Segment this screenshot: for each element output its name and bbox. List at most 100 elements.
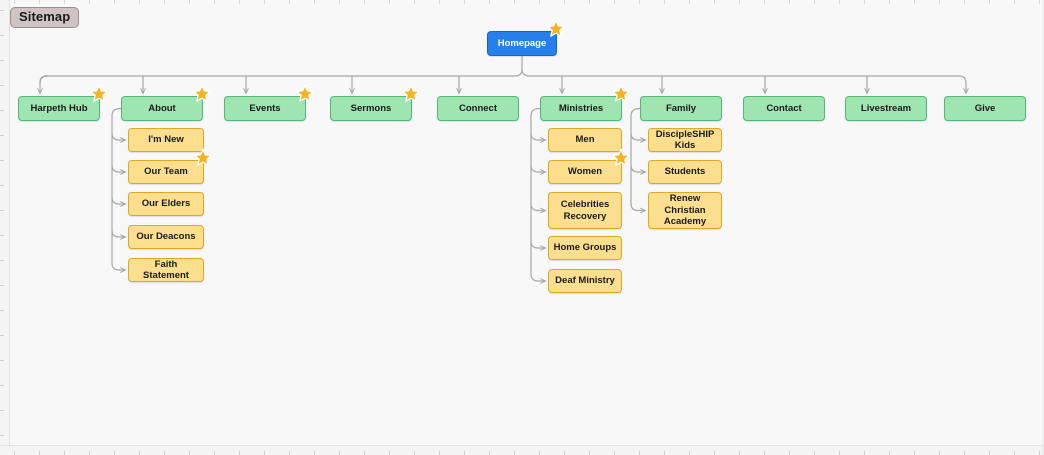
ruler-tick	[89, 451, 90, 455]
ruler-tick	[114, 0, 115, 4]
ruler-tick	[0, 335, 4, 336]
ruler-tick	[89, 0, 90, 4]
node-ministries[interactable]: Ministries	[540, 96, 622, 121]
ruler-tick	[989, 0, 990, 4]
ruler-tick	[389, 0, 390, 4]
node-label: About	[148, 102, 176, 114]
ruler-tick	[189, 0, 190, 4]
node-label: Faith Statement	[143, 258, 189, 282]
node-livestream[interactable]: Livestream	[845, 96, 927, 121]
ruler-tick	[514, 0, 515, 4]
node-connect[interactable]: Connect	[437, 96, 519, 121]
node-label: Connect	[459, 102, 497, 114]
ruler-tick	[964, 0, 965, 4]
node-events[interactable]: Events	[224, 96, 306, 121]
ruler-tick	[289, 451, 290, 455]
node-contact[interactable]: Contact	[743, 96, 825, 121]
ruler-tick	[114, 451, 115, 455]
node-homepage[interactable]: Homepage	[487, 31, 557, 56]
node-harpeth-hub[interactable]: Harpeth Hub	[18, 96, 100, 121]
node-our-team[interactable]: Our Team	[128, 160, 204, 184]
node-label: Livestream	[860, 102, 912, 114]
node-home-groups[interactable]: Home Groups	[548, 236, 622, 260]
node-label: Our Team	[144, 166, 188, 178]
ruler-tick	[764, 0, 765, 4]
ruler-tick	[714, 451, 715, 455]
node-our-deacons[interactable]: Our Deacons	[128, 225, 204, 249]
node-our-elders[interactable]: Our Elders	[128, 192, 204, 216]
ruler-tick	[289, 0, 290, 4]
ruler-tick	[939, 451, 940, 455]
node-label: Our Deacons	[136, 231, 196, 243]
ruler-tick	[239, 0, 240, 4]
node-family[interactable]: Family	[640, 96, 722, 121]
ruler-tick	[464, 0, 465, 4]
ruler-tick	[589, 0, 590, 4]
ruler-tick	[364, 0, 365, 4]
ruler-tick	[414, 0, 415, 4]
node-label: Renew Christian Academy	[663, 193, 707, 228]
ruler-tick	[739, 0, 740, 4]
node-celebrities-recovery[interactable]: Celebrities Recovery	[548, 192, 622, 229]
node-discipleship-kids[interactable]: DiscipleSHIP Kids	[648, 128, 722, 152]
ruler-tick	[0, 60, 4, 61]
ruler-tick	[514, 451, 515, 455]
node-sermons[interactable]: Sermons	[330, 96, 412, 121]
node-label: Family	[665, 102, 697, 114]
ruler-tick	[0, 410, 4, 411]
ruler-tick	[0, 235, 4, 236]
node-renew-christian-academy[interactable]: Renew Christian Academy	[648, 192, 722, 229]
ruler-tick	[889, 0, 890, 4]
ruler-left	[0, 0, 10, 455]
ruler-tick	[439, 0, 440, 4]
node-students[interactable]: Students	[648, 160, 722, 184]
ruler-tick	[339, 451, 340, 455]
ruler-tick	[814, 451, 815, 455]
ruler-tick	[0, 110, 4, 111]
ruler-tick	[614, 451, 615, 455]
node-label: Women	[567, 166, 603, 178]
node-label: Our Elders	[141, 198, 191, 210]
ruler-tick	[489, 451, 490, 455]
ruler-tick	[0, 160, 4, 161]
ruler-tick	[439, 451, 440, 455]
ruler-tick	[314, 0, 315, 4]
ruler-tick	[214, 0, 215, 4]
node-label: Homepage	[497, 37, 547, 49]
node-label: Harpeth Hub	[30, 102, 88, 114]
node-women[interactable]: Women	[548, 160, 622, 184]
ruler-tick	[639, 0, 640, 4]
node-about[interactable]: About	[121, 96, 203, 121]
ruler-tick	[489, 0, 490, 4]
diagram-title-tag: Sitemap	[10, 7, 80, 28]
ruler-tick	[864, 451, 865, 455]
ruler-tick	[789, 0, 790, 4]
ruler-tick	[664, 451, 665, 455]
node-label: Give	[974, 102, 996, 114]
ruler-tick	[14, 451, 15, 455]
ruler-tick	[639, 451, 640, 455]
ruler-tick	[889, 451, 890, 455]
ruler-tick	[689, 0, 690, 4]
node-im-new[interactable]: I'm New	[128, 128, 204, 152]
node-deaf-ministry[interactable]: Deaf Ministry	[548, 269, 622, 293]
node-give[interactable]: Give	[944, 96, 1026, 121]
ruler-tick	[139, 0, 140, 4]
node-label: Events	[249, 102, 281, 114]
ruler-tick	[0, 260, 4, 261]
ruler-tick	[0, 10, 4, 11]
ruler-tick	[0, 310, 4, 311]
ruler-tick	[539, 0, 540, 4]
ruler-tick	[0, 385, 4, 386]
ruler-bottom	[0, 445, 1043, 455]
ruler-tick	[1039, 451, 1040, 455]
ruler-tick	[39, 0, 40, 4]
ruler-tick	[64, 451, 65, 455]
node-men[interactable]: Men	[548, 128, 622, 152]
node-faith-statement[interactable]: Faith Statement	[128, 258, 204, 282]
ruler-tick	[0, 435, 4, 436]
ruler-tick	[714, 0, 715, 4]
ruler-tick	[814, 0, 815, 4]
ruler-tick	[0, 135, 4, 136]
